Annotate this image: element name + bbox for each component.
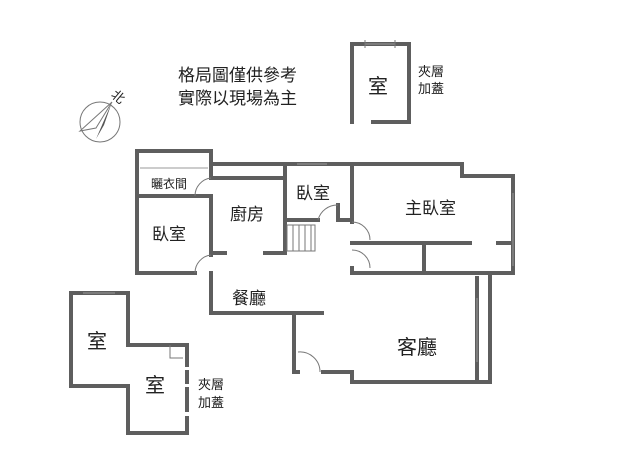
loft-top-note-1: 夾層 [418, 65, 444, 80]
loft-bottom-note-2: 加蓋 [198, 396, 224, 411]
room-label-bedroom-left: 臥室 [152, 225, 186, 245]
room-label-dining: 餐廳 [232, 289, 266, 309]
room-label-bedroom-small: 臥室 [296, 184, 330, 204]
room-label-kitchen: 廚房 [230, 204, 264, 225]
notice-line-1: 格局圖僅供參考 [178, 66, 297, 86]
north-arrow-icon: 北 [78, 88, 127, 143]
notice-line-2: 實際以現場為主 [178, 89, 297, 109]
loft-top-note-2: 加蓋 [418, 82, 444, 97]
room-label-loft-top: 室 [368, 74, 388, 98]
loft-bottom-note-1: 夾層 [198, 378, 224, 393]
room-label-loft-left-a: 室 [87, 329, 107, 353]
loft-room-left [69, 291, 189, 435]
room-label-living: 客廳 [397, 335, 437, 359]
loft-room-top [350, 40, 411, 124]
room-label-laundry: 曬衣間 [151, 176, 187, 191]
main-walls [135, 149, 515, 384]
room-label-master-bedroom: 主臥室 [405, 199, 456, 219]
room-label-loft-left-b: 室 [145, 373, 165, 397]
